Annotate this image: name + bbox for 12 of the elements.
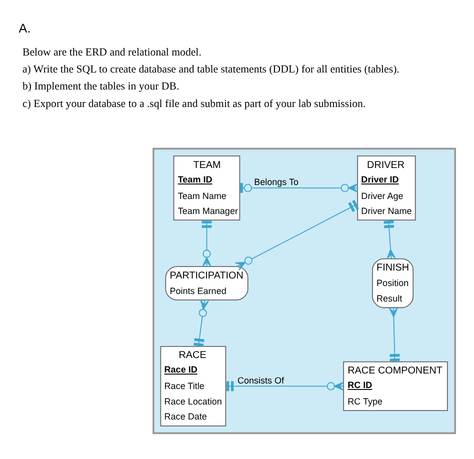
connector [194, 299, 210, 347]
connector [384, 220, 396, 260]
label: Below are the ERD and relational model. [22, 46, 202, 58]
label: b) Implement the tables in your DB. [22, 80, 180, 93]
label: c) Export your database to a .sql file and submit as part of your lab submission. [22, 98, 366, 110]
cluster [152, 148, 456, 434]
diagram-title: A. [18, 21, 31, 36]
label: a) Write the SQL to create database and table statements (DDL) for all entities (tables). [22, 63, 400, 76]
edge-label: Consists Of [237, 375, 284, 386]
connector [234, 200, 360, 271]
connector [239, 182, 358, 193]
edge-label: Belongs To [254, 177, 299, 188]
